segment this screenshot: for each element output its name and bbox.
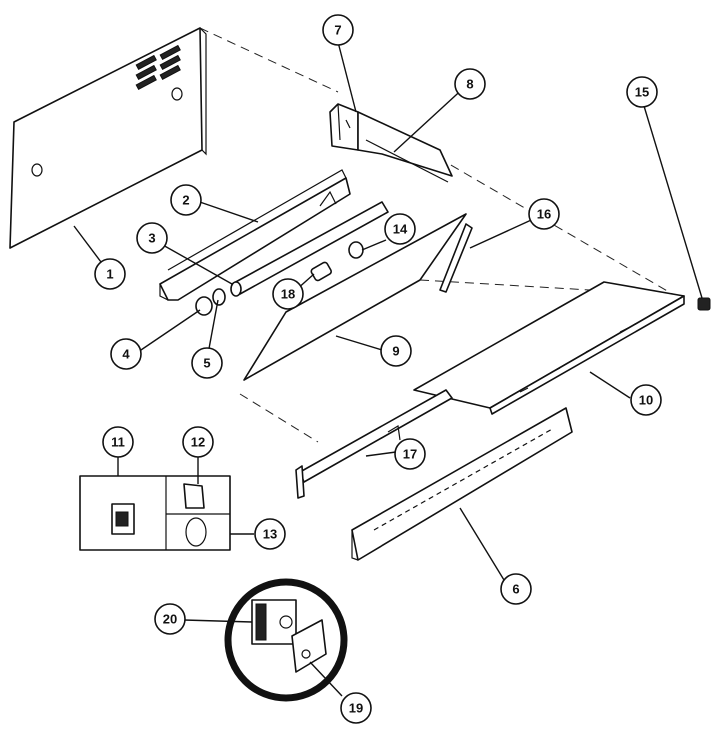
detail-inset bbox=[224, 578, 348, 702]
assembly-outline bbox=[199, 27, 677, 443]
part-18-roller bbox=[310, 261, 332, 282]
part-11-switch bbox=[111, 503, 135, 535]
part-10-shelf bbox=[413, 281, 685, 415]
callout-label: 3 bbox=[148, 231, 155, 246]
callout-4: 4 bbox=[110, 338, 142, 370]
part-7-8-bracket bbox=[329, 103, 453, 183]
part-19-mount-bracket bbox=[291, 619, 327, 673]
callout-label: 19 bbox=[349, 701, 363, 716]
callout-10: 10 bbox=[630, 384, 662, 416]
part-17-rail bbox=[295, 389, 453, 499]
callout-20: 20 bbox=[154, 603, 186, 635]
callout-label: 8 bbox=[466, 77, 473, 92]
callout-19: 19 bbox=[340, 692, 372, 724]
callout-label: 12 bbox=[191, 435, 205, 450]
callout-label: 15 bbox=[635, 85, 649, 100]
part-20-module bbox=[251, 599, 297, 645]
callout-13: 13 bbox=[254, 518, 286, 550]
callout-label: 14 bbox=[393, 222, 408, 237]
callout-1: 1 bbox=[94, 258, 126, 290]
callout-label: 16 bbox=[537, 207, 551, 222]
callout-label: 9 bbox=[392, 344, 399, 359]
callout-6: 6 bbox=[500, 573, 532, 605]
callout-label: 1 bbox=[106, 267, 113, 282]
callout-8: 8 bbox=[454, 68, 486, 100]
part-14-roller bbox=[348, 241, 364, 259]
part-15-clip bbox=[697, 297, 711, 311]
callout-15: 15 bbox=[626, 76, 658, 108]
part-5-bushing bbox=[212, 288, 226, 306]
callout-label: 2 bbox=[182, 193, 189, 208]
callout-7: 7 bbox=[322, 14, 354, 46]
part-16-strip bbox=[439, 223, 473, 293]
callout-11: 11 bbox=[102, 426, 134, 458]
callout-18: 18 bbox=[272, 278, 304, 310]
callout-label: 4 bbox=[122, 347, 130, 362]
callout-label: 5 bbox=[203, 356, 210, 371]
callout-12: 12 bbox=[182, 426, 214, 458]
parts-kit-box bbox=[79, 475, 231, 551]
part-3-rod bbox=[230, 201, 389, 297]
callout-label: 10 bbox=[639, 393, 653, 408]
callout-label: 7 bbox=[334, 23, 341, 38]
callout-16: 16 bbox=[528, 198, 560, 230]
part-4-bushing bbox=[195, 296, 213, 316]
callout-3: 3 bbox=[136, 222, 168, 254]
callout-label: 11 bbox=[111, 435, 125, 450]
callout-5: 5 bbox=[191, 347, 223, 379]
callout-label: 20 bbox=[163, 612, 177, 627]
part-13-cord-ring bbox=[185, 517, 207, 547]
part-6-slotted-rail bbox=[351, 407, 573, 561]
callout-label: 17 bbox=[403, 447, 417, 462]
part-12-clip bbox=[183, 483, 205, 509]
callout-14: 14 bbox=[384, 213, 416, 245]
part-1-back-panel bbox=[9, 27, 207, 249]
callout-9: 9 bbox=[380, 335, 412, 367]
callout-2: 2 bbox=[170, 184, 202, 216]
panel-vents bbox=[135, 44, 181, 91]
callout-label: 6 bbox=[512, 582, 519, 597]
callout-label: 13 bbox=[263, 527, 277, 542]
leader-lines bbox=[73, 41, 703, 697]
callout-17: 17 bbox=[394, 438, 426, 470]
part-9-door-panel bbox=[243, 213, 467, 381]
callout-label: 18 bbox=[281, 287, 295, 302]
